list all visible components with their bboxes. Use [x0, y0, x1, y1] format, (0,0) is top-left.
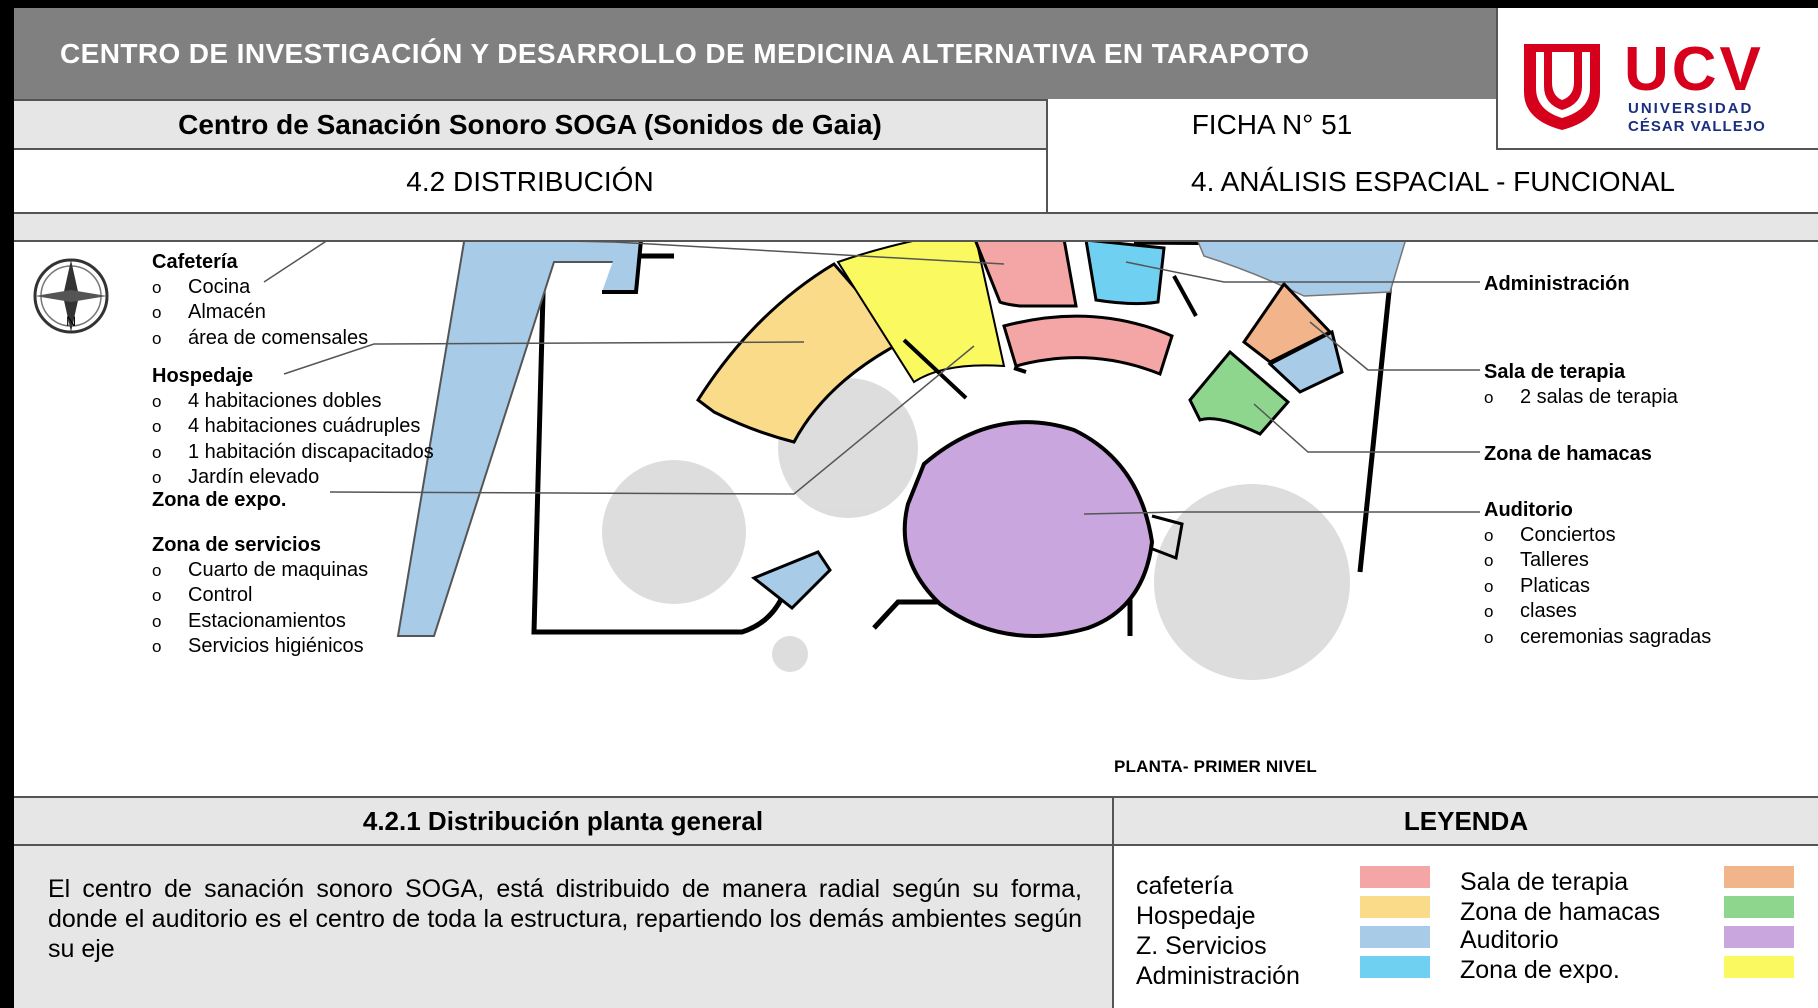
section-row: [14, 150, 1818, 214]
logo-ucv-text: UCV: [1624, 35, 1764, 104]
annotation-administracion: Administración: [1484, 272, 1630, 297]
annotation-item: 4 habitaciones cuádruples: [152, 414, 434, 440]
annotation-zona-hamacas: Zona de hamacas: [1484, 442, 1652, 467]
legend-swatch: [1360, 866, 1430, 888]
annotation-item: Control: [152, 583, 368, 609]
annotation-auditorio: Auditorio Conciertos Talleres Platicas c…: [1484, 498, 1711, 650]
floor-plan-area: N: [14, 242, 1818, 798]
spacer-row: [14, 214, 1818, 242]
logo-line1: UNIVERSIDAD: [1628, 100, 1754, 117]
annotation-item: 2 salas de terapia: [1484, 385, 1678, 411]
document-title: CENTRO DE INVESTIGACIÓN Y DESARROLLO DE …: [14, 8, 1496, 99]
legend: cafetería Hospedaje Z. Servicios Adminis…: [1114, 846, 1818, 1008]
annotation-title: Zona de expo.: [152, 489, 287, 511]
ficha-number: FICHA N° 51: [1048, 99, 1496, 150]
annotation-hospedaje: Hospedaje 4 habitaciones dobles 4 habita…: [152, 364, 434, 491]
annotation-item: Servicios higiénicos: [152, 634, 368, 660]
annotation-item: Cocina: [152, 275, 368, 301]
ucv-logo: UCV UNIVERSIDAD CÉSAR VALLEJO: [1496, 8, 1818, 150]
legend-label: Hospedaje: [1136, 902, 1256, 930]
annotation-sala-terapia: Sala de terapia 2 salas de terapia: [1484, 360, 1678, 410]
annotation-item: 4 habitaciones dobles: [152, 389, 434, 415]
legend-swatch: [1724, 956, 1794, 978]
logo-line2: CÉSAR VALLEJO: [1628, 118, 1766, 135]
annotation-item: Almacén: [152, 300, 368, 326]
ucv-emblem-icon: [1524, 44, 1600, 130]
annotation-title: Zona de servicios: [152, 534, 321, 556]
legend-swatch: [1724, 866, 1794, 888]
floor-plan-drawing: N: [33, 242, 1480, 680]
annotation-title: Hospedaje: [152, 365, 254, 387]
section-distribution: 4.2 DISTRIBUCIÓN: [14, 150, 1048, 214]
annotation-title: Zona de hamacas: [1484, 443, 1652, 465]
annotation-item: clases: [1484, 599, 1711, 625]
annotation-item: Talleres: [1484, 548, 1711, 574]
legend-label: Administración: [1136, 962, 1300, 990]
plan-caption: PLANTA- PRIMER NIVEL: [1114, 757, 1317, 776]
legend-heading: LEYENDA: [1114, 798, 1818, 846]
annotation-item: Estacionamientos: [152, 609, 368, 635]
compass-icon: N: [33, 258, 109, 334]
annotation-item: Cuarto de maquinas: [152, 558, 368, 584]
section-analysis: 4. ANÁLISIS ESPACIAL - FUNCIONAL: [1191, 166, 1675, 197]
annotation-cafeteria: Cafetería Cocina Almacén área de comensa…: [152, 250, 368, 351]
annotation-zona-servicios: Zona de servicios Cuarto de maquinas Con…: [152, 533, 368, 660]
distribution-heading: 4.2.1 Distribución planta general: [14, 798, 1114, 846]
annotation-title: Sala de terapia: [1484, 361, 1626, 383]
svg-text:N: N: [66, 313, 76, 329]
annotation-item: ceremonias sagradas: [1484, 625, 1711, 651]
project-subtitle: Centro de Sanación Sonoro SOGA (Sonidos …: [14, 99, 1048, 150]
legend-label: Z. Servicios: [1136, 932, 1267, 960]
legend-swatch: [1360, 956, 1430, 978]
legend-swatch: [1724, 896, 1794, 918]
legend-swatch: [1360, 926, 1430, 948]
annotation-item: Conciertos: [1484, 523, 1711, 549]
annotation-item: Platicas: [1484, 574, 1711, 600]
legend-label: Sala de terapia: [1460, 868, 1629, 896]
legend-swatch: [1724, 926, 1794, 948]
annotation-item: área de comensales: [152, 326, 368, 352]
annotation-zona-expo: Zona de expo.: [152, 488, 286, 513]
legend-label: Zona de expo.: [1460, 956, 1620, 984]
distribution-description: El centro de sanación sonoro SOGA, está …: [14, 846, 1114, 1008]
legend-label: Zona de hamacas: [1460, 898, 1661, 926]
annotation-item: 1 habitación discapacitados: [152, 440, 434, 466]
legend-swatch: [1360, 896, 1430, 918]
legend-label: Auditorio: [1460, 926, 1559, 954]
annotation-item: Jardín elevado: [152, 465, 434, 491]
legend-label: cafetería: [1136, 872, 1234, 900]
annotation-title: Auditorio: [1484, 499, 1573, 521]
annotation-title: Administración: [1484, 273, 1630, 295]
annotation-title: Cafetería: [152, 251, 238, 273]
